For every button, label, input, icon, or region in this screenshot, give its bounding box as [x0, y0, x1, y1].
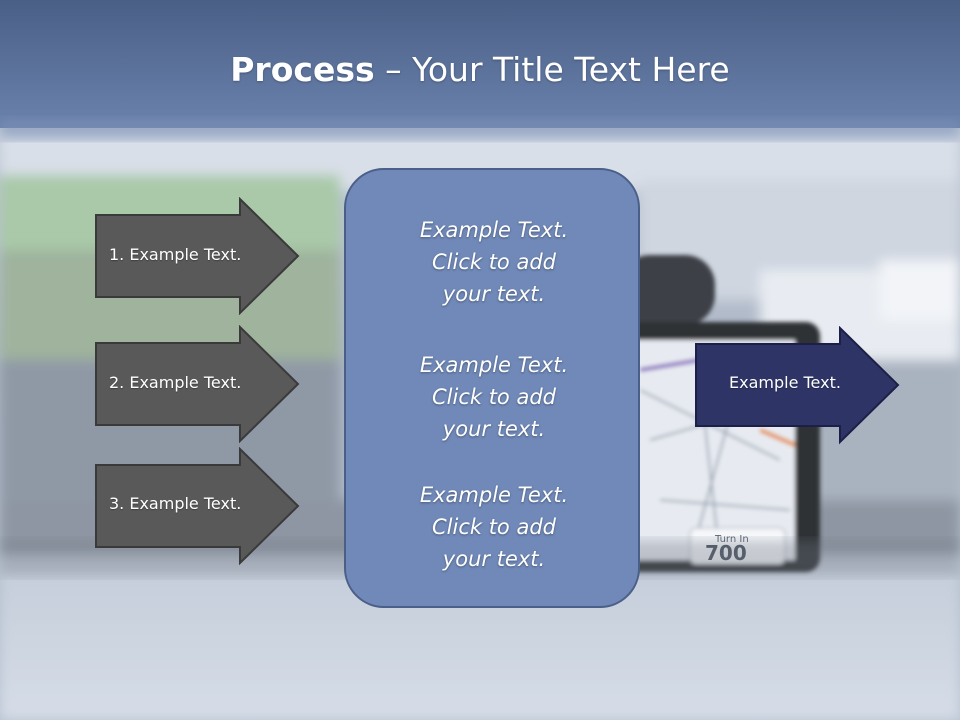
- center-text-block-2[interactable]: Example Text. Click to add your text.: [346, 349, 642, 445]
- block-1-line-3: your text.: [442, 282, 546, 306]
- block-3-line-3: your text.: [442, 547, 546, 571]
- block-1-line-1: Example Text.: [419, 218, 569, 242]
- arrow-1-label: 1. Example Text.: [109, 245, 242, 264]
- block-2-line-1: Example Text.: [419, 353, 569, 377]
- process-arrow-1[interactable]: [94, 197, 300, 315]
- block-2-line-3: your text.: [442, 417, 546, 441]
- arrow-3-label: 3. Example Text.: [109, 494, 242, 513]
- block-2-line-2: Click to add: [431, 385, 556, 409]
- center-text-block-1[interactable]: Example Text. Click to add your text.: [346, 214, 642, 310]
- output-arrow-label: Example Text.: [729, 373, 841, 392]
- output-arrow[interactable]: [694, 326, 900, 446]
- block-3-line-1: Example Text.: [419, 483, 569, 507]
- title-bold: Process: [230, 50, 375, 89]
- process-arrow-3[interactable]: [94, 447, 300, 565]
- center-text-box[interactable]: Example Text. Click to add your text. Ex…: [344, 168, 640, 608]
- center-text-block-3[interactable]: Example Text. Click to add your text.: [346, 479, 642, 575]
- block-3-line-2: Click to add: [431, 515, 556, 539]
- gps-turn-text: Turn In: [714, 534, 749, 545]
- arrow-2-label: 2. Example Text.: [109, 373, 242, 392]
- slide-title: Process – Your Title Text Here: [0, 50, 960, 89]
- title-rest: – Your Title Text Here: [374, 50, 730, 89]
- block-1-line-2: Click to add: [431, 250, 556, 274]
- process-arrow-2[interactable]: [94, 325, 300, 443]
